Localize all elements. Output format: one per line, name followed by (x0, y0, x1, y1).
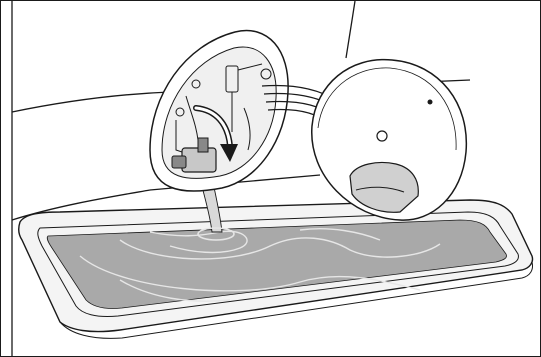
cover-screw (377, 131, 387, 141)
drain-cover (312, 60, 467, 220)
drip-tray (19, 200, 533, 338)
drain-housing (150, 31, 288, 192)
